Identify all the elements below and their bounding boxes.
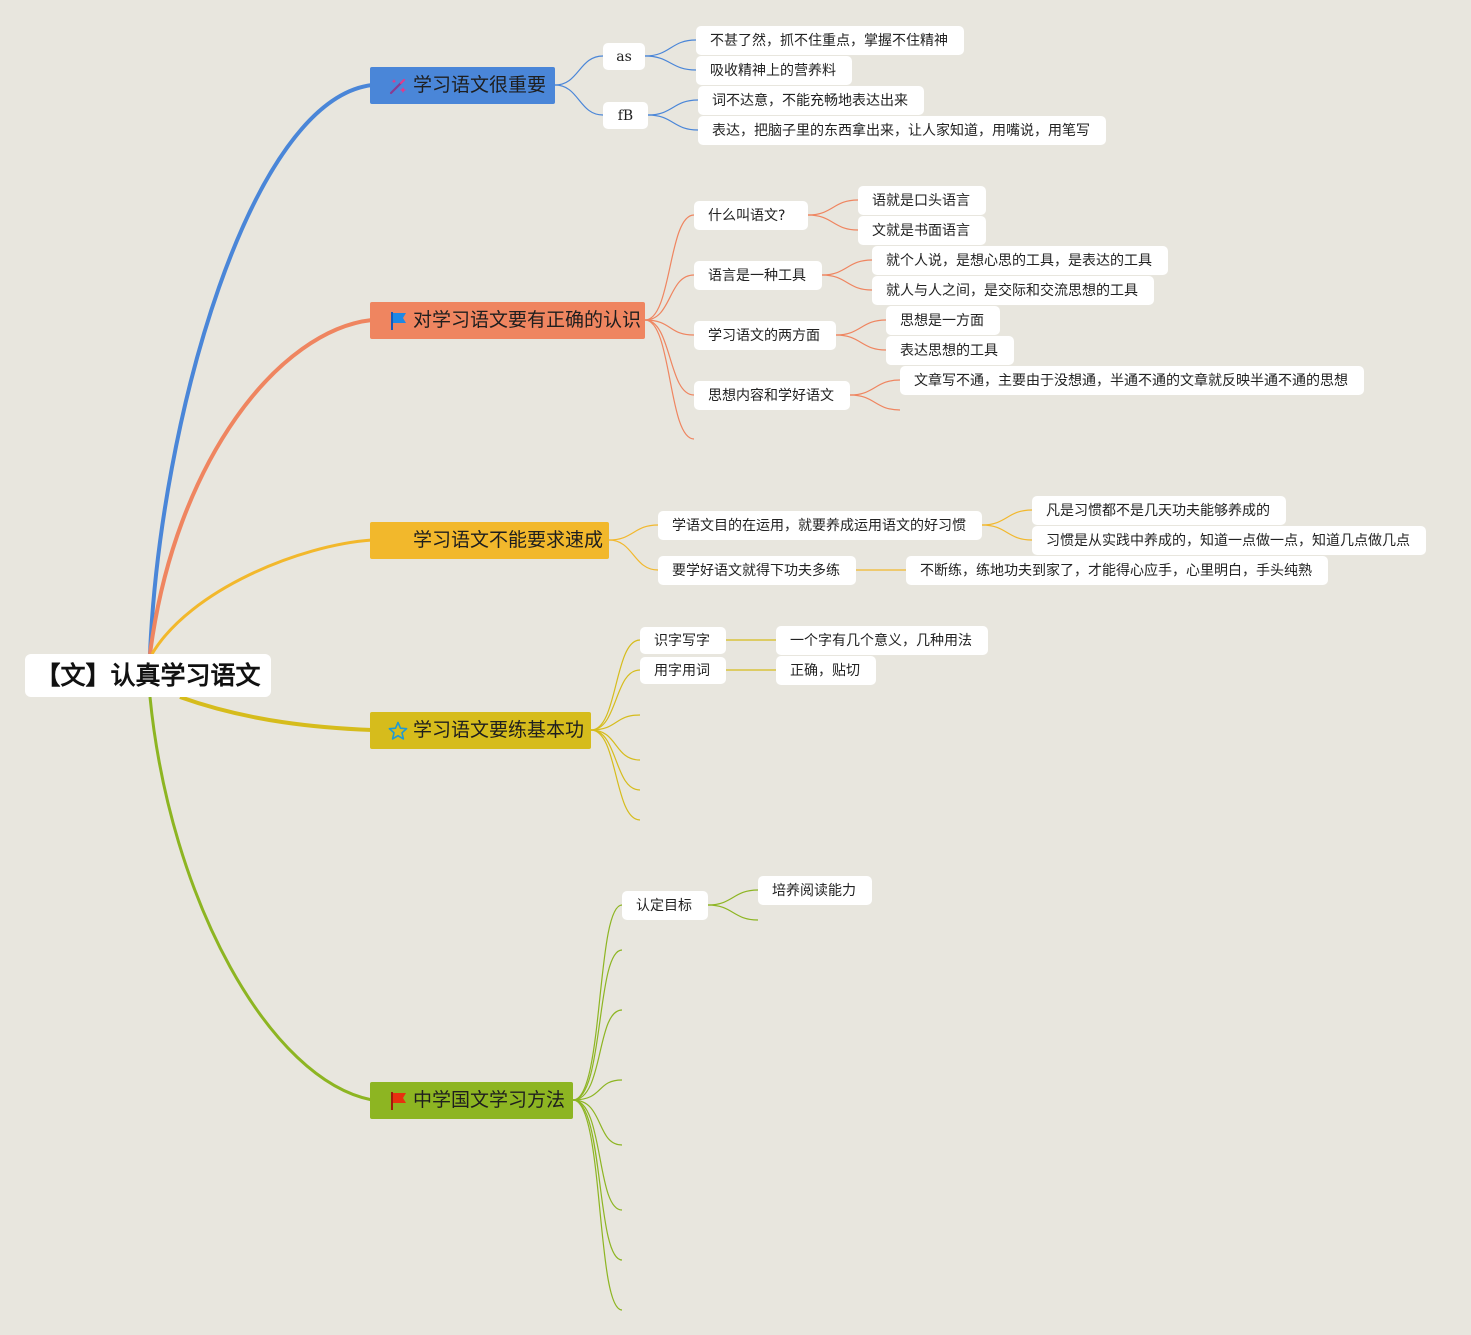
link-leaf: [981, 524, 1033, 541]
subtopic-item[interactable]: 思想内容和学好语文: [694, 381, 850, 410]
subtopic-item[interactable]: 识字写字: [640, 627, 726, 654]
link-sub: [590, 714, 641, 731]
subtopic-item[interactable]: 学习语文的两方面: [694, 321, 836, 350]
link-leaf: [981, 509, 1033, 526]
link-leaf: [647, 99, 699, 116]
link-leaf: [807, 199, 859, 216]
leaf-item[interactable]: 习惯是从实践中养成的，知道一点做一点，知道几点做几点: [1032, 526, 1426, 555]
star-outline-icon: [388, 721, 408, 741]
link-sub: [644, 319, 695, 440]
link-leaf: [644, 39, 697, 57]
link-leaf: [849, 394, 901, 411]
link-sub: [572, 1099, 623, 1146]
link-sub: [644, 214, 695, 321]
leaf-item[interactable]: 不甚了然，抓不住重点，掌握不住精神: [696, 26, 964, 55]
leaf-item[interactable]: 吸收精神上的营养料: [696, 56, 852, 85]
magic-wand-icon: [388, 76, 408, 96]
link-leaf: [647, 114, 699, 131]
link-leaf: [644, 55, 697, 71]
branch-label: 学习语文很重要: [413, 74, 547, 96]
leaf-item[interactable]: 文就是书面语言: [858, 216, 986, 245]
link-main: [148, 318, 373, 655]
link-sub: [590, 639, 641, 731]
link-sub: [644, 319, 695, 396]
leaf-item[interactable]: 不断练，练地功夫到家了，才能得心应手，心里明白，手头纯熟: [906, 556, 1328, 585]
branch-no-quick-success[interactable]: 学习语文不能要求速成: [370, 522, 609, 559]
leaf-item[interactable]: 语就是口头语言: [858, 186, 986, 215]
branch-study-methods[interactable]: 中学国文学习方法: [370, 1082, 573, 1119]
link-leaf: [835, 319, 887, 336]
leaf-item[interactable]: 表达思想的工具: [886, 336, 1014, 365]
link-leaf: [707, 904, 759, 921]
link-sub: [572, 1009, 623, 1101]
link-leaf: [821, 259, 873, 276]
link-sub: [590, 729, 641, 821]
link-main: [150, 538, 373, 655]
link-main: [179, 695, 373, 732]
root-topic[interactable]: 【文】认真学习语文: [25, 654, 271, 697]
subtopic-item[interactable]: 认定目标: [622, 891, 708, 920]
subtopic-item[interactable]: 学语文目的在运用，就要养成运用语文的好习惯: [658, 511, 982, 540]
leaf-item[interactable]: 培养阅读能力: [758, 876, 872, 905]
link-sub: [590, 729, 641, 791]
link-sub: [554, 55, 604, 86]
branch-label: 对学习语文要有正确的认识: [413, 309, 642, 331]
link-sub: [608, 539, 659, 571]
leaf-item[interactable]: 文章写不通，主要由于没想通，半通不通的文章就反映半通不通的思想: [900, 366, 1364, 395]
link-leaf: [707, 889, 759, 906]
branch-correct-understanding[interactable]: 对学习语文要有正确的认识: [370, 302, 645, 339]
link-sub: [572, 949, 623, 1101]
branch-label: 学习语文不能要求速成: [413, 529, 604, 551]
link-sub: [572, 1099, 623, 1261]
link-sub: [554, 84, 604, 116]
leaf-item[interactable]: 词不达意，不能充畅地表达出来: [698, 86, 924, 115]
leaf-item[interactable]: 就人与人之间，是交际和交流思想的工具: [872, 276, 1154, 305]
subtopic-item[interactable]: 用字用词: [640, 657, 726, 684]
leaf-item[interactable]: 凡是习惯都不是几天功夫能够养成的: [1032, 496, 1286, 525]
subtopic-item[interactable]: 语言是一种工具: [694, 261, 822, 290]
subtopic-item[interactable]: 要学好语文就得下功夫多练: [658, 556, 856, 585]
link-sub: [644, 319, 695, 336]
link-sub: [644, 274, 695, 321]
leaf-item[interactable]: 思想是一方面: [886, 306, 1000, 335]
link-sub: [572, 904, 623, 1101]
link-leaf: [835, 334, 887, 351]
subtopic-fb[interactable]: fB: [603, 102, 648, 129]
leaf-item[interactable]: 就个人说，是想心思的工具，是表达的工具: [872, 246, 1168, 275]
link-main: [148, 83, 373, 655]
leaf-item[interactable]: 表达，把脑子里的东西拿出来，让人家知道，用嘴说，用笔写: [698, 116, 1106, 145]
leaf-item[interactable]: 正确，贴切: [776, 656, 876, 685]
subtopic-item[interactable]: 什么叫语文?: [694, 201, 808, 230]
link-sub: [590, 729, 641, 761]
link-leaf: [807, 214, 859, 231]
link-leaf: [821, 274, 873, 291]
link-sub: [572, 1079, 623, 1101]
link-sub: [608, 524, 659, 541]
subtopic-as[interactable]: as: [603, 43, 645, 70]
link-sub: [572, 1099, 623, 1211]
branch-label: 学习语文要练基本功: [413, 719, 585, 741]
link-sub: [590, 669, 641, 731]
link-sub: [572, 1099, 623, 1311]
link-leaf: [849, 379, 901, 396]
link-main: [148, 696, 373, 1102]
branch-importance[interactable]: 学习语文很重要: [370, 67, 555, 104]
red-flag-icon: [388, 1091, 408, 1111]
branch-label: 中学国文学习方法: [413, 1089, 566, 1111]
branch-basic-skills[interactable]: 学习语文要练基本功: [370, 712, 591, 749]
blue-flag-icon: [388, 311, 408, 331]
leaf-item[interactable]: 一个字有几个意义，几种用法: [776, 626, 988, 655]
